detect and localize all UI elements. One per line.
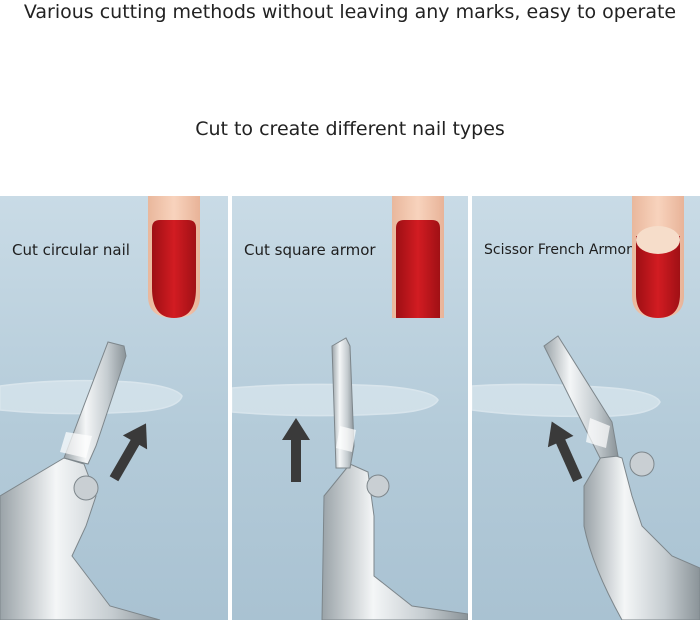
arrow-up-icon <box>282 418 310 482</box>
red-square-nail <box>396 220 440 318</box>
clear-nail-tip <box>472 383 661 418</box>
arrow-up-left-icon <box>547 421 583 482</box>
panel-scissor-french-armor: Scissor French Armor <box>472 196 700 620</box>
panel-illustration <box>0 196 200 620</box>
panel-illustration <box>232 196 468 620</box>
clipper-pivot <box>366 474 390 498</box>
panel-label: Cut square armor <box>244 241 376 259</box>
clipper-body <box>583 451 700 620</box>
panel-label: Scissor French Armor <box>484 242 632 258</box>
panel-cut-circular-nail: Cut circular nail <box>0 196 228 620</box>
red-round-nail <box>152 220 196 318</box>
panel-label: Cut circular nail <box>12 241 130 259</box>
clipper-pivot <box>73 475 99 501</box>
headline: Various cutting methods without leaving … <box>23 1 677 23</box>
panel-illustration <box>472 196 700 620</box>
red-french-nail <box>636 236 680 318</box>
panel-cut-square-armor: Cut square armor <box>232 196 468 620</box>
french-tip <box>636 226 680 254</box>
subheading: Cut to create different nail types <box>195 118 505 140</box>
clipper-body <box>321 463 468 620</box>
arrow-up-right-icon <box>109 423 148 482</box>
clipper-pivot <box>629 451 655 477</box>
clipper-jaw <box>63 341 127 465</box>
